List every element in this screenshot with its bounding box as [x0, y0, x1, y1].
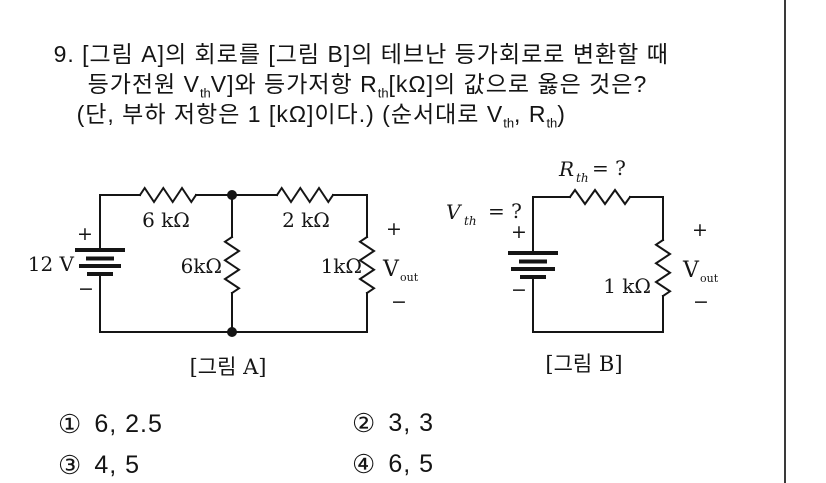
resistor-1k-load [654, 238, 672, 298]
vth-subscript: th [503, 115, 515, 131]
question-line-2: 등가전원 VthV]와 등가저항 Rth[kΩ]의 값으로 옳은 것은? [58, 45, 647, 133]
resistor-rth [568, 188, 632, 206]
rth-variable: R [558, 157, 574, 181]
choice-3[interactable]: ③ 4, 5 [58, 450, 140, 481]
plus-sign: + [511, 221, 527, 243]
figure-b-caption: [그림 B] [545, 352, 622, 376]
circuit-figures: 6 kΩ 2 kΩ 6kΩ 1kΩ 12 V + − + V out − [그림… [28, 156, 719, 379]
question-text: [kΩ]의 값으로 옳은 것은? [388, 71, 648, 97]
minus-sign: − [511, 279, 527, 301]
choice-4[interactable]: ④ 6, 5 [352, 449, 434, 480]
vout-subscript: out [400, 271, 419, 284]
load-resistor-label: 1 kΩ [603, 274, 651, 298]
circuit-a-wires [75, 186, 376, 337]
question-text: 등가전원 V [87, 71, 200, 97]
circuit-b-wires [508, 188, 672, 333]
battery-icon [75, 248, 125, 276]
choice-2-text: 3, 3 [388, 409, 435, 437]
node-dot-bottom [227, 327, 237, 337]
resistor-1k-right [358, 235, 376, 295]
node-dot-top [227, 190, 237, 200]
vout-label: V [682, 258, 700, 283]
choice-3-text: 4, 5 [94, 451, 141, 479]
resistor-6k-top [138, 186, 198, 204]
minus-sign: − [693, 291, 709, 313]
question-text: V]와 등가저항 R [210, 71, 378, 97]
column-divider [784, 0, 786, 483]
question-text: ) [557, 101, 566, 127]
plus-sign: + [386, 218, 402, 240]
vth-subscript: th [199, 85, 211, 101]
question-line-1: 9. [그림 A]의 회로를 [그림 B]의 테브난 등가회로로 변환할 때 [24, 15, 669, 93]
vth-subscript: th [464, 214, 477, 228]
rth-subscript: th [377, 85, 389, 101]
rth-subscript: th [546, 115, 558, 131]
choice-4-marker-icon: ④ [352, 449, 376, 479]
choice-2[interactable]: ② 3, 3 [352, 408, 434, 439]
resistor-label-6k-middle: 6kΩ [181, 254, 222, 278]
resistor-label-1k-right: 1kΩ [321, 254, 362, 278]
question-text: 9. [그림 A]의 회로를 [그림 B]의 테브난 등가회로로 변환할 때 [53, 41, 669, 67]
resistor-label-2k-top: 2 kΩ [282, 208, 330, 232]
question-text: (단, 부하 저항은 1 [kΩ]이다.) (순서대로 V [76, 101, 504, 127]
choice-1-text: 6, 2.5 [94, 410, 163, 438]
vout-label: V [382, 257, 400, 282]
rth-subscript: th [576, 171, 589, 185]
vth-value: = ? [488, 199, 522, 223]
choice-2-marker-icon: ② [352, 408, 376, 438]
plus-sign: + [692, 219, 708, 241]
circuit-b: R th = ? V th = ? + − 1 kΩ + V out − [그림… [446, 156, 719, 376]
resistor-label-6k-top: 6 kΩ [142, 208, 190, 232]
vth-variable: V [446, 200, 463, 224]
minus-sign: − [391, 291, 407, 313]
choice-3-marker-icon: ③ [58, 450, 82, 480]
figure-a-caption: [그림 A] [190, 355, 267, 379]
resistor-6k-middle [223, 235, 241, 295]
vout-subscript: out [700, 272, 719, 285]
plus-sign: + [77, 223, 93, 245]
resistor-2k-top [275, 186, 335, 204]
minus-sign: − [78, 278, 94, 300]
battery-icon [508, 251, 558, 279]
question-line-3: (단, 부하 저항은 1 [kΩ]이다.) (순서대로 Vth, Rth) [47, 75, 566, 163]
circuit-a: 6 kΩ 2 kΩ 6kΩ 1kΩ 12 V + − + V out − [그림… [28, 186, 419, 379]
choice-4-text: 6, 5 [388, 450, 435, 478]
source-label-12v: 12 V [28, 252, 75, 276]
rth-value: = ? [592, 156, 626, 180]
choice-1[interactable]: ① 6, 2.5 [58, 409, 163, 440]
choice-1-marker-icon: ① [58, 409, 82, 439]
question-text: , R [514, 101, 547, 127]
